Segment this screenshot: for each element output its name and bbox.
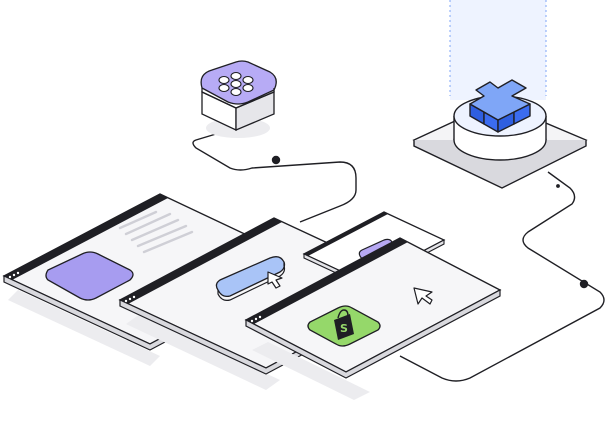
connector-plus-to-panels [399, 171, 605, 382]
connector-cube-to-panels [192, 127, 357, 223]
plus-icon [469, 79, 531, 133]
panel-front-titlebar [246, 238, 408, 324]
plus-icon-top [469, 79, 531, 121]
connector-node-1 [271, 155, 281, 165]
app-grid-icon [218, 71, 254, 97]
cursor-arrow-icon [413, 287, 433, 305]
plus-platform [412, 0, 588, 189]
light-beam [450, 0, 546, 100]
window-dots [8, 271, 20, 279]
window-dots [250, 315, 262, 323]
browser-panel-front: S [244, 237, 502, 400]
panel-middle-titlebar [120, 218, 282, 304]
app-cube [200, 60, 277, 138]
connector-node-2 [579, 279, 589, 289]
connector-lines [192, 127, 605, 382]
text-placeholder-lines [118, 210, 194, 254]
cursor-hand-icon [267, 271, 283, 289]
purple-card [45, 251, 134, 301]
browser-panel-left [2, 193, 306, 366]
panel-left-titlebar [4, 194, 168, 280]
connector-node-3 [556, 184, 560, 188]
shop-badge-letter: S [340, 322, 348, 335]
window-dots [124, 295, 136, 303]
blue-action-button[interactable] [215, 256, 286, 301]
shopping-bag-icon: S [334, 309, 354, 340]
shop-badge[interactable]: S [307, 305, 381, 347]
